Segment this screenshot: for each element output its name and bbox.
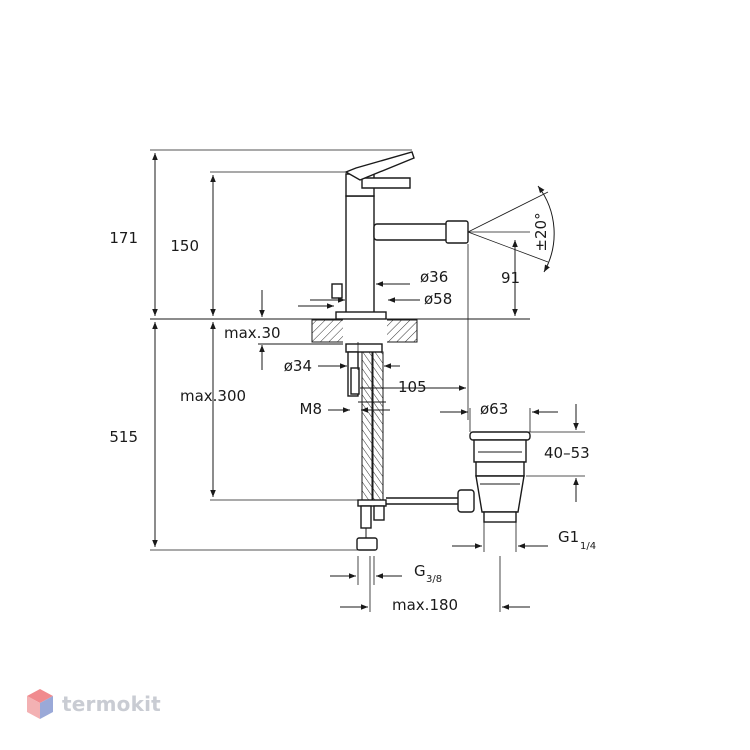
dim-max-pipe-distance: max.180 [392, 596, 458, 614]
dim-max-deck-thickness: max.30 [224, 324, 281, 342]
dim-supply-thread-main: G [414, 562, 426, 580]
supply-hoses [356, 351, 387, 551]
brand-name: termokit [62, 692, 161, 716]
dim-waste-thread-frac: 1/4 [580, 541, 596, 552]
dim-supply-thread: G 3/8 [414, 562, 442, 585]
dim-stud-thread: M8 [300, 400, 323, 418]
dim-waste-thread: G1 1/4 [558, 528, 596, 552]
dim-waste-thread-main: G1 [558, 528, 579, 546]
dim-spout-tilt: ±20° [532, 212, 550, 251]
dim-supply-thread-frac: 3/8 [426, 574, 442, 585]
dim-reach: 105 [398, 378, 427, 396]
termokit-logo: termokit [26, 688, 161, 720]
extension-lines [150, 149, 585, 612]
dim-hole-diameter: ø34 [284, 357, 312, 375]
dim-waste-diameter: ø63 [480, 400, 508, 418]
dim-max-hose-length: max.300 [180, 387, 246, 405]
dimension-lines [152, 153, 579, 610]
dim-spout-elevation: 91 [501, 269, 520, 287]
dim-spout-height: 150 [170, 237, 199, 255]
dim-total-height: 171 [109, 229, 138, 247]
termokit-cube-icon [27, 689, 53, 719]
dim-body-diameter: ø36 [420, 268, 448, 286]
faucet-body [331, 151, 469, 397]
dim-depth-total: 515 [109, 428, 138, 446]
countertop [150, 318, 530, 344]
waste-assembly [386, 431, 531, 523]
dim-base-diameter: ø58 [424, 290, 452, 308]
dim-waste-range: 40–53 [544, 444, 590, 462]
